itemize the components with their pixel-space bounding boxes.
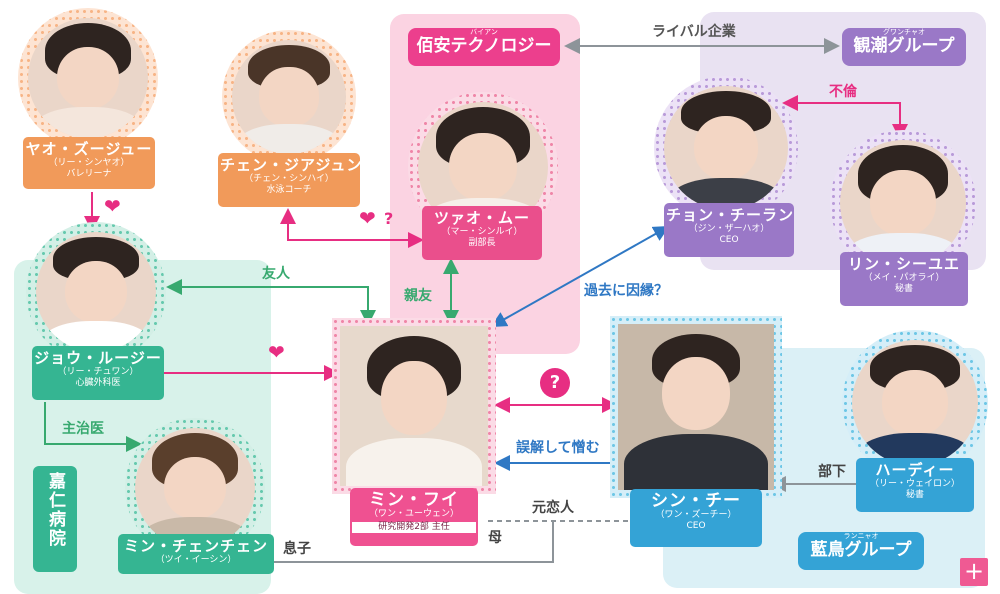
company-tag-ranniao: ランニャオ藍鳥グループ [798, 532, 924, 570]
label-best-friend: 親友 [404, 288, 432, 304]
label-mother: 母 [488, 530, 502, 546]
portrait-yao [18, 8, 158, 148]
plus-icon[interactable]: + [960, 558, 988, 586]
doctor-line [44, 402, 142, 452]
label-affair: 不倫 [829, 84, 857, 100]
label-doctor: 主治医 [62, 421, 104, 437]
question-mark-chen-zhao: ? [384, 209, 394, 228]
company-tag-kanchao: グワンチャオ観潮グループ [842, 28, 966, 66]
label-rival: ライバル企業 [652, 24, 736, 40]
affair-line [782, 95, 908, 140]
portrait-hardy [842, 330, 988, 476]
son-mother-line [272, 521, 554, 563]
label-misunderstand: 誤解して憎む [516, 440, 600, 456]
portrait-xing [610, 316, 782, 498]
name-card-chen: チェン・ジアジュン（チェン・シンハイ）水泳コーチ [218, 153, 361, 207]
name-card-zhou: ジョウ・ルージー（リー・チュワン）心臓外科医 [32, 346, 164, 400]
chen-zhao-line [280, 208, 424, 248]
portrait-zhou [26, 222, 166, 362]
heart-icon-yao-zhou: ❤ [104, 194, 121, 218]
past-line [490, 226, 670, 327]
label-son: 息子 [283, 541, 311, 557]
name-card-lin: リン・シーユエ（メイ・パオライ）秘書 [840, 252, 968, 306]
label-subordinate: 部下 [818, 464, 846, 480]
company-tag-baian: バイアン佰安テクノロジー [408, 28, 560, 66]
label-ex: 元恋人 [532, 500, 574, 516]
friend-line [166, 279, 376, 326]
name-card-zhao: ツァオ・ムー（マー・シンルイ）副部長 [422, 206, 542, 260]
portrait-ming [332, 318, 496, 494]
portrait-lin [830, 130, 976, 276]
name-card-ming: ミン・フイ（ワン・ユーウェン）研究開発2部 主任 [350, 488, 478, 546]
name-card-xing: シン・チー（ワン・ズーチー）CEO [630, 489, 762, 547]
name-card-yao: ヤオ・ズージュー（リー・シンヤオ）バレリーナ [23, 137, 155, 189]
company-tag-hospital: 嘉仁病院 [33, 466, 77, 572]
label-past: 過去に因縁？ [584, 283, 668, 299]
heart-icon-zhou-ming: ❤ [268, 340, 285, 364]
name-card-zheng: チョン・チーラン（ジン・ザーハオ）CEO [664, 203, 794, 257]
name-card-mingchen: ミン・チェンチェン（ツイ・イーシン） [118, 534, 274, 574]
heart-icon-chen-zhao: ❤ [359, 206, 376, 230]
portrait-zheng [654, 76, 798, 220]
name-card-hardy: ハーディー（リー・ウェイロン）秘書 [856, 458, 974, 512]
question-bubble-icon: ? [540, 368, 570, 398]
label-friend: 友人 [262, 266, 290, 282]
portrait-chen [222, 30, 356, 164]
